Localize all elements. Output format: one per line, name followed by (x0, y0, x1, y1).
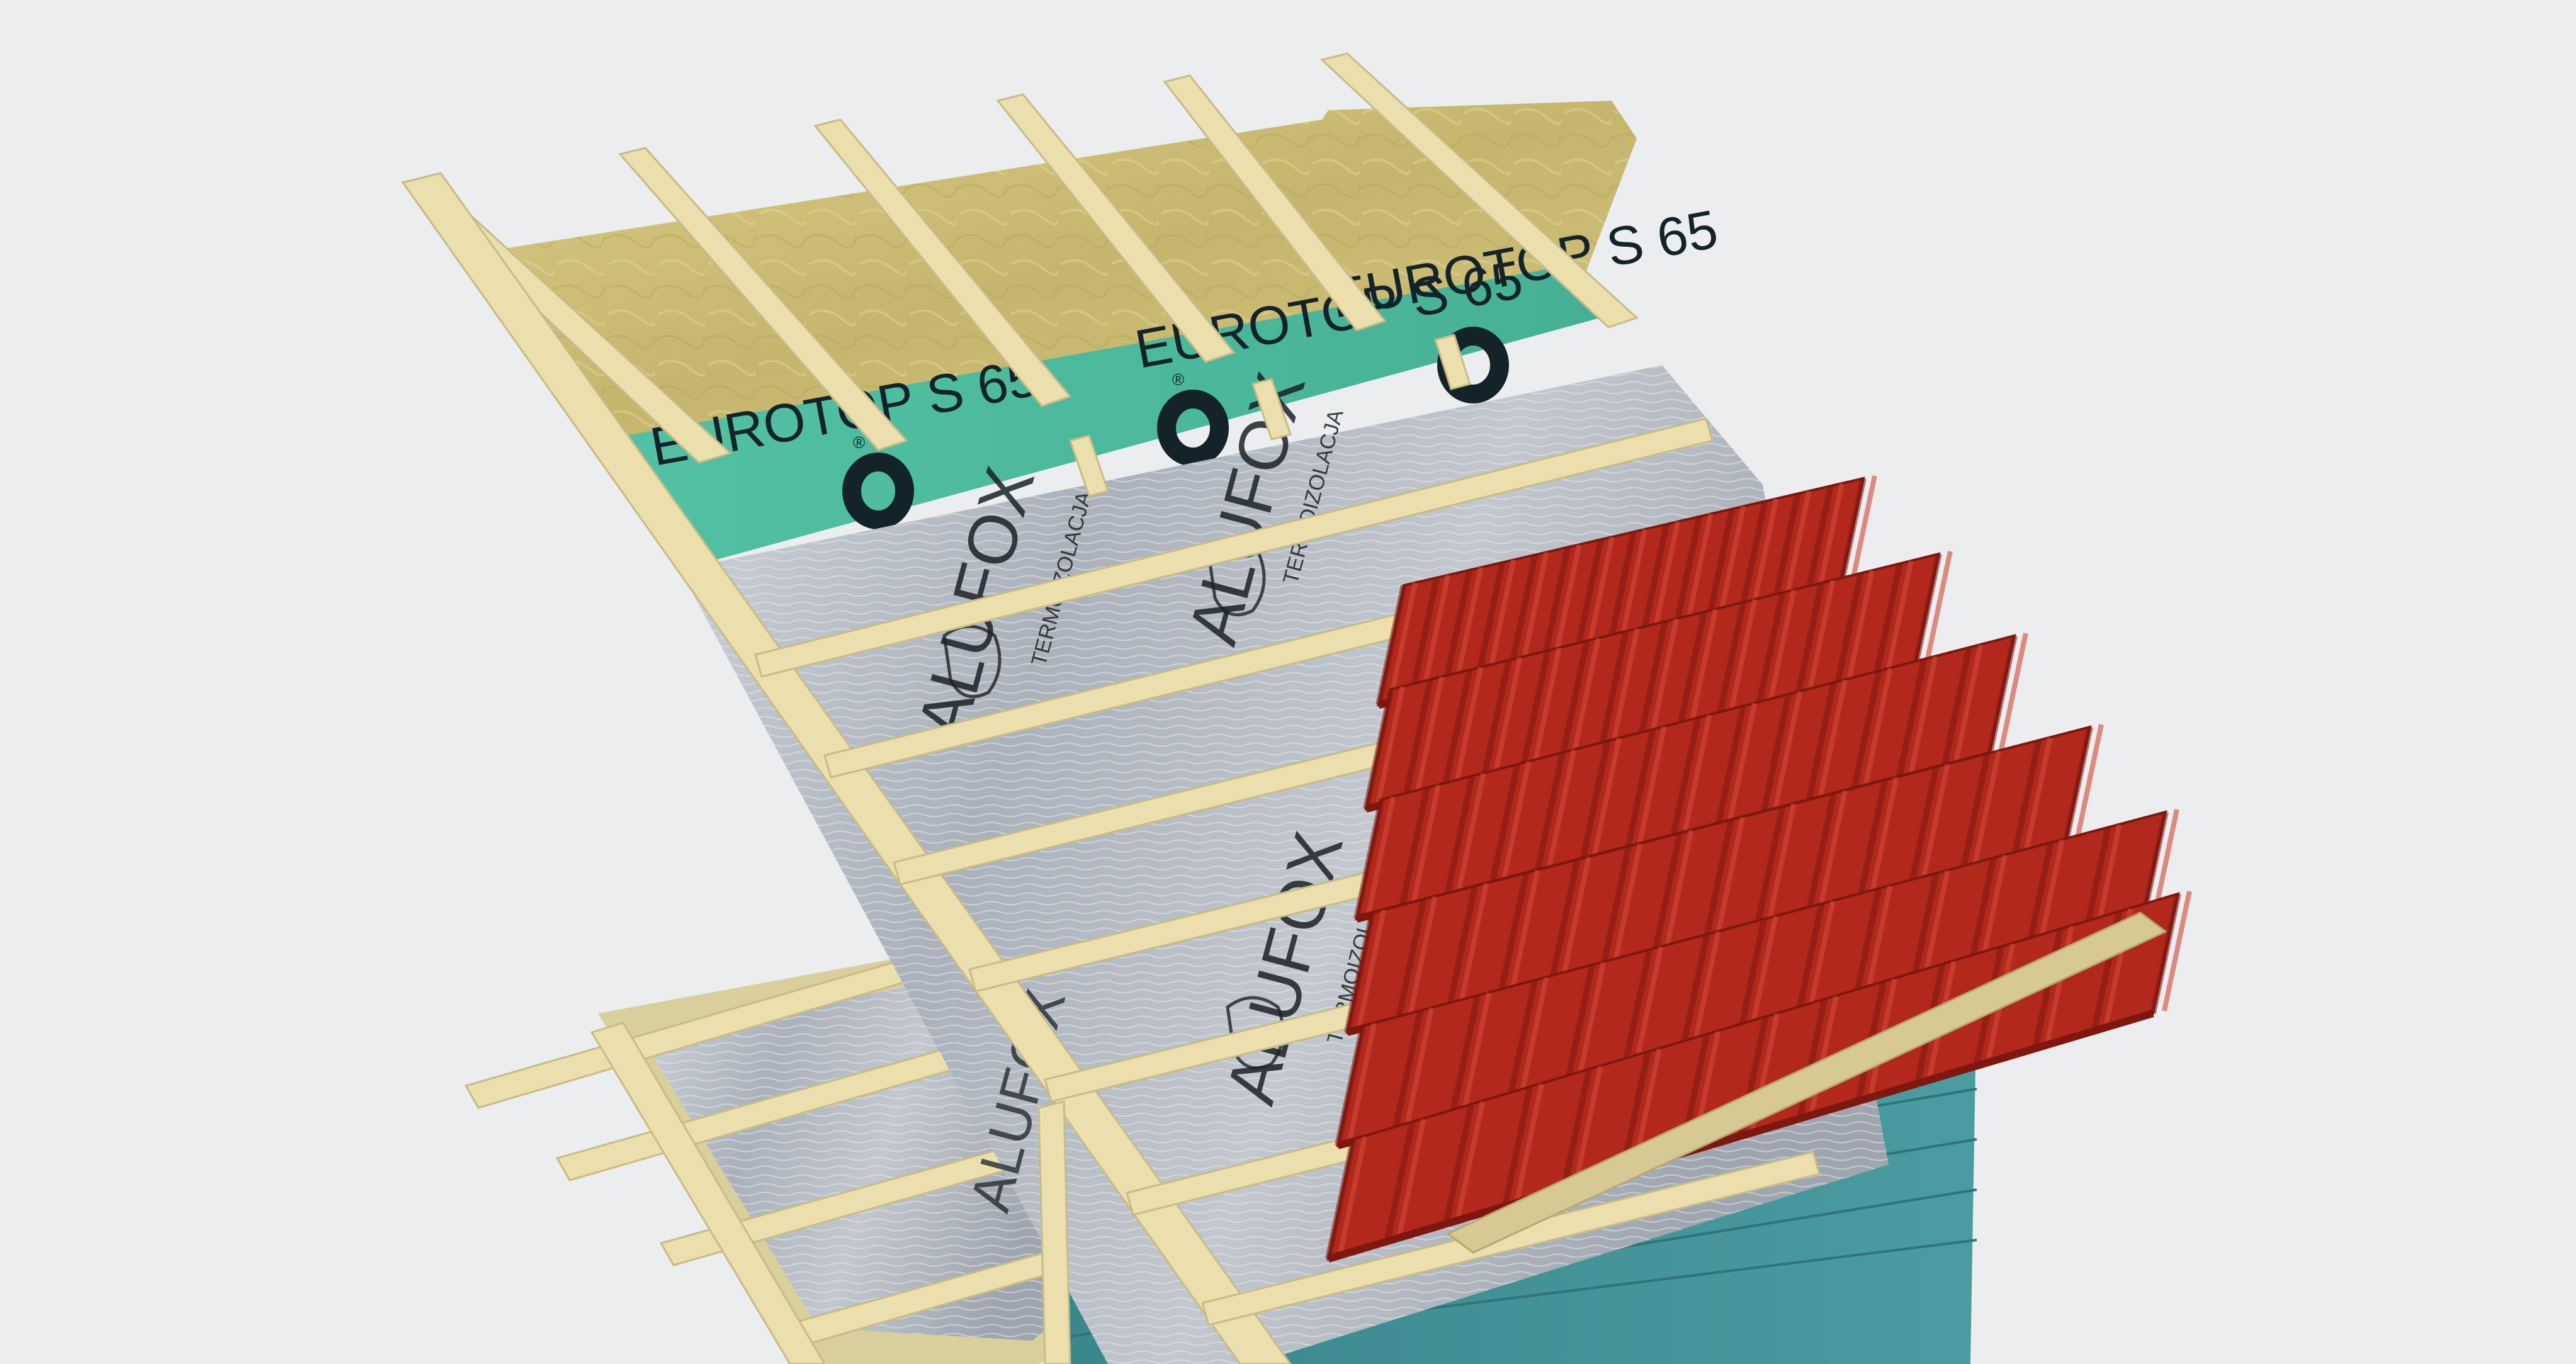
registered-mark-1: ® (853, 433, 865, 452)
tile-row (1325, 891, 2192, 1263)
roof-tiles (1325, 475, 2192, 1263)
registered-mark-2: ® (1172, 370, 1184, 389)
floor-joists (464, 943, 1059, 1364)
tile-row (1353, 633, 2028, 923)
rafters (400, 52, 1639, 497)
eaves-board (1446, 911, 2167, 1254)
mineral-wool-layer (504, 101, 1637, 441)
